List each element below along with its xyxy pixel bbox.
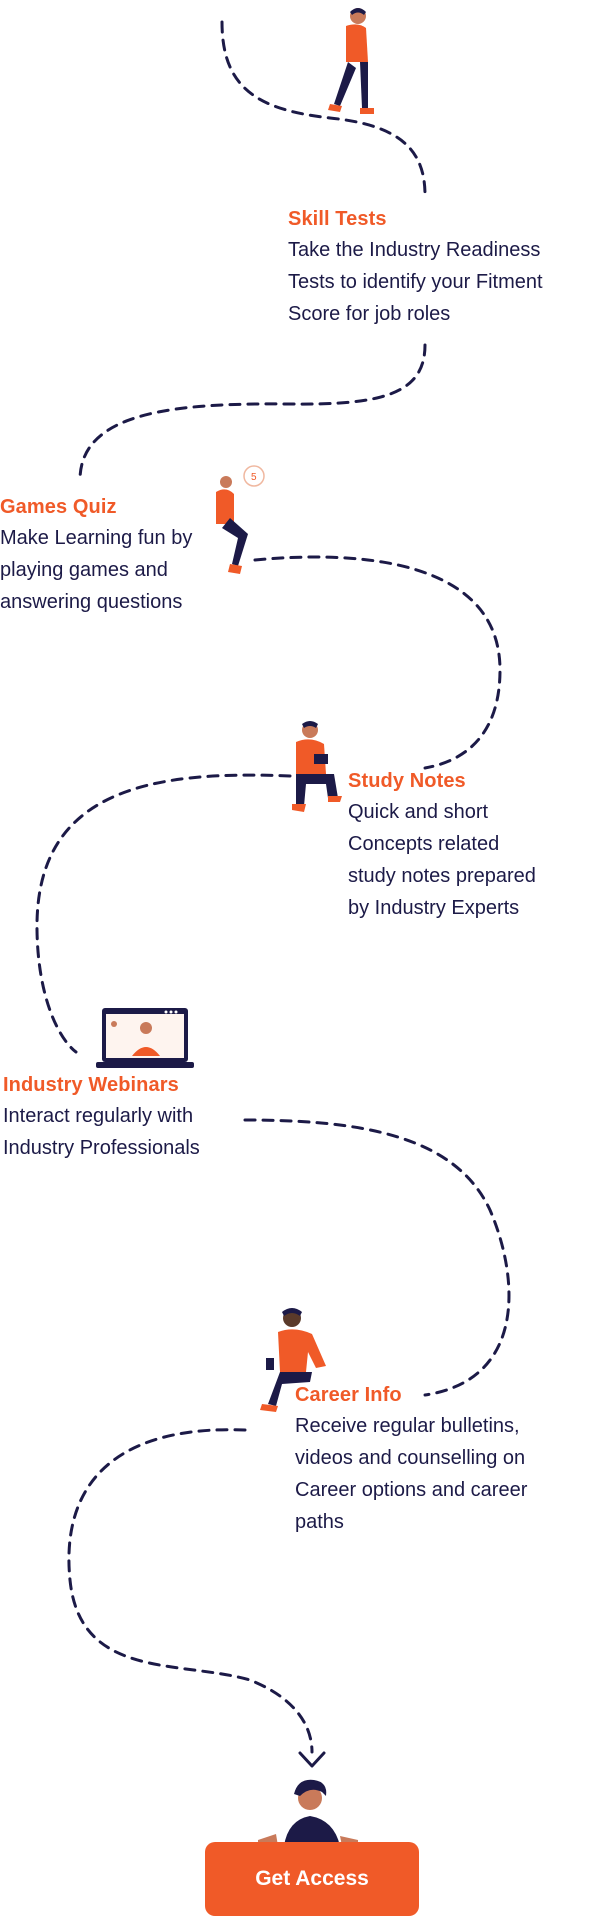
step-description: Take the Industry Readiness Tests to ide… [288, 239, 543, 325]
step-title: Industry Webinars [3, 1074, 179, 1096]
step-title: Games Quiz [0, 496, 117, 518]
step-industry-webinars: Industry Webinars Interact regularly wit… [3, 1072, 200, 1164]
get-access-button[interactable]: Get Access [205, 1842, 419, 1916]
step-description: Make Learning fun by playing games and a… [0, 527, 193, 613]
step-skill-tests: Skill Tests Take the Industry Readiness … [288, 206, 543, 330]
svg-text:5: 5 [251, 472, 257, 483]
step-career-info: Career Info Receive regular bulletins, v… [295, 1382, 527, 1538]
step-games-quiz: Games Quiz Make Learning fun by playing … [0, 494, 192, 618]
step-title: Skill Tests [288, 208, 387, 230]
step-title: Career Info [295, 1384, 402, 1406]
peeking-person-illustration [258, 1779, 358, 1846]
walking-person-illustration [328, 8, 374, 114]
step-study-notes: Study Notes Quick and short Concepts rel… [348, 768, 536, 924]
sitting-reader-illustration [292, 721, 342, 812]
step-description: Quick and short Concepts related study n… [348, 801, 536, 919]
step-title: Study Notes [348, 770, 466, 792]
laptop-webinar-illustration [96, 1008, 194, 1068]
step-description: Interact regularly with Industry Profess… [3, 1105, 200, 1159]
seated-professional-illustration [260, 1308, 326, 1412]
chevron-down-icon [298, 1751, 326, 1768]
step-description: Receive regular bulletins, videos and co… [295, 1415, 528, 1533]
thinking-person-illustration: 5 [216, 465, 265, 574]
